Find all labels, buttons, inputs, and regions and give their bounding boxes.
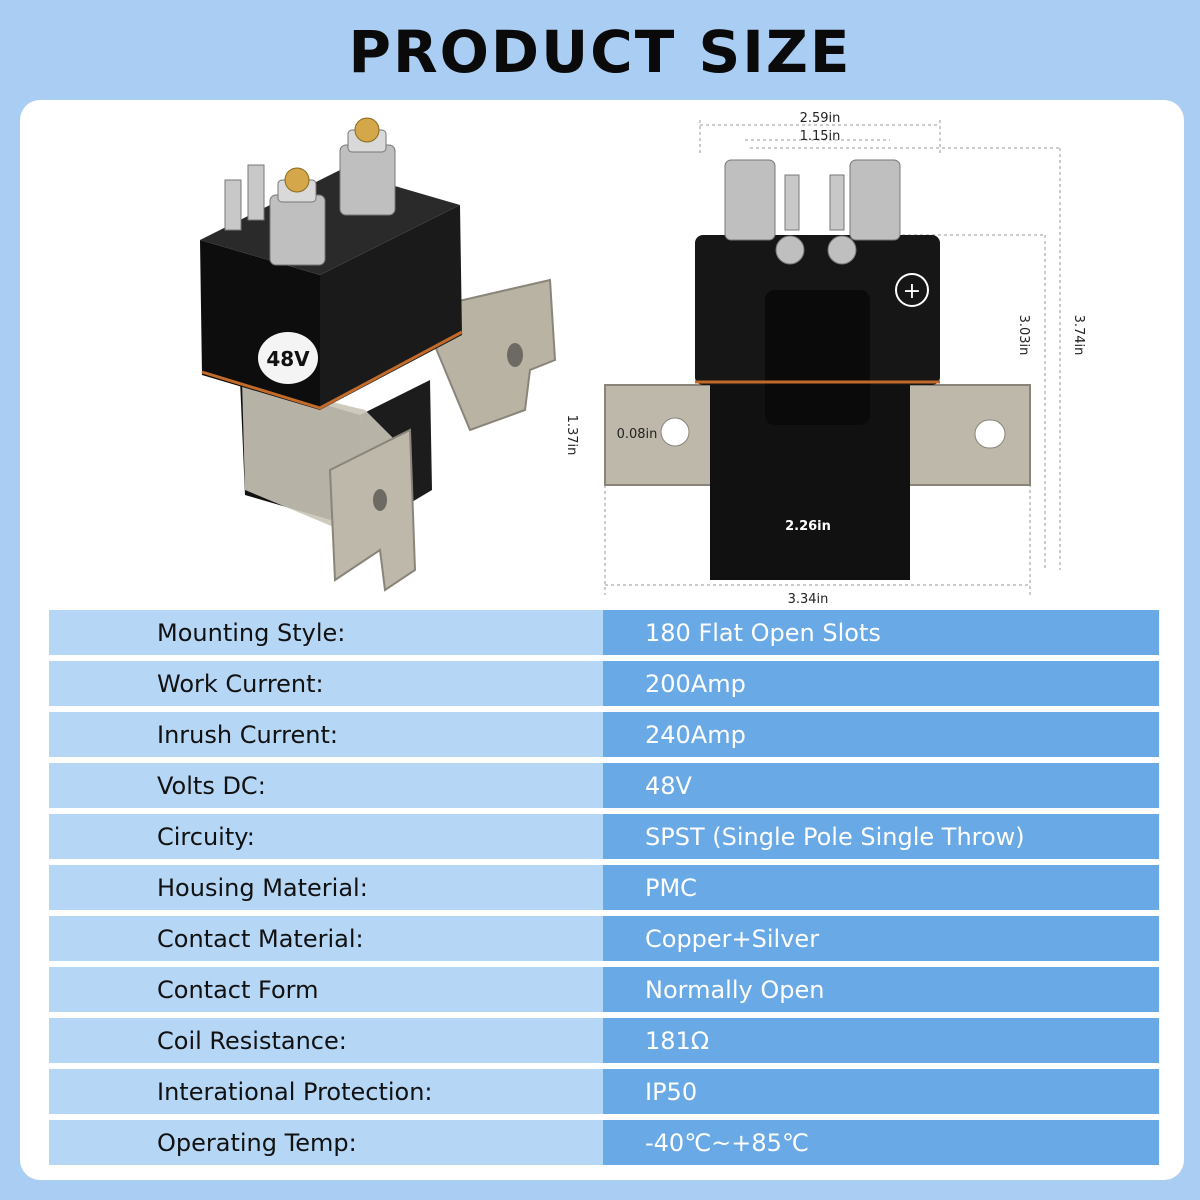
spec-value: 181Ω xyxy=(603,1018,1159,1063)
dimension-terminal-spacing: 1.15in xyxy=(800,129,841,144)
spec-label: Mounting Style: xyxy=(49,610,603,655)
dimension-body-height: 3.03in xyxy=(1016,315,1031,356)
spec-value: PMC xyxy=(603,865,1159,910)
spec-label: Contact Material: xyxy=(49,916,603,961)
dimension-bracket-thickness: 0.08in xyxy=(617,427,658,442)
table-row: Circuity: SPST (Single Pole Single Throw… xyxy=(49,814,1159,859)
table-row: Interational Protection: IP50 xyxy=(49,1069,1159,1114)
spec-label: Volts DC: xyxy=(49,763,603,808)
table-row: Work Current: 200Amp xyxy=(49,661,1159,706)
spec-value: 240Amp xyxy=(603,712,1159,757)
spec-value: Copper+Silver xyxy=(603,916,1159,961)
table-row: Mounting Style: 180 Flat Open Slots xyxy=(49,610,1159,655)
product-front-dimension-image: + 2.59in 1.15in 3.03in 3.74in 1.37in 0.0… xyxy=(564,111,1086,607)
spec-label: Coil Resistance: xyxy=(49,1018,603,1063)
specs-table: Mounting Style: 180 Flat Open Slots Work… xyxy=(49,610,1159,1171)
dimension-total-height: 3.74in xyxy=(1071,315,1086,356)
spec-label: Operating Temp: xyxy=(49,1120,603,1165)
product-perspective-image: 48V xyxy=(200,117,557,592)
dimension-body-width: 2.26in xyxy=(785,519,831,534)
spec-label: Contact Form xyxy=(49,967,603,1012)
spec-label: Circuity: xyxy=(49,814,603,859)
spec-value: SPST (Single Pole Single Throw) xyxy=(603,814,1159,859)
spec-value: Normally Open xyxy=(603,967,1159,1012)
dimension-bracket-width: 3.34in xyxy=(788,592,829,607)
spec-label: Housing Material: xyxy=(49,865,603,910)
voltage-badge: 48V xyxy=(266,347,310,371)
spec-value: 200Amp xyxy=(603,661,1159,706)
spec-label: Work Current: xyxy=(49,661,603,706)
table-row: Contact Material: Copper+Silver xyxy=(49,916,1159,961)
table-row: Contact Form Normally Open xyxy=(49,967,1159,1012)
dimension-bracket-height: 1.37in xyxy=(564,415,579,456)
table-row: Volts DC: 48V xyxy=(49,763,1159,808)
table-row: Operating Temp: -40℃~+85℃ xyxy=(49,1120,1159,1165)
spec-value: -40℃~+85℃ xyxy=(603,1120,1159,1165)
spec-label: Interational Protection: xyxy=(49,1069,603,1114)
table-row: Housing Material: PMC xyxy=(49,865,1159,910)
positive-terminal-icon: + xyxy=(903,279,921,304)
spec-value: 48V xyxy=(603,763,1159,808)
spec-value: IP50 xyxy=(603,1069,1159,1114)
page-title: PRODUCT SIZE xyxy=(348,18,852,86)
spec-value: 180 Flat Open Slots xyxy=(603,610,1159,655)
spec-label: Inrush Current: xyxy=(49,712,603,757)
dimension-top-width: 2.59in xyxy=(800,111,841,126)
table-row: Inrush Current: 240Amp xyxy=(49,712,1159,757)
table-row: Coil Resistance: 181Ω xyxy=(49,1018,1159,1063)
